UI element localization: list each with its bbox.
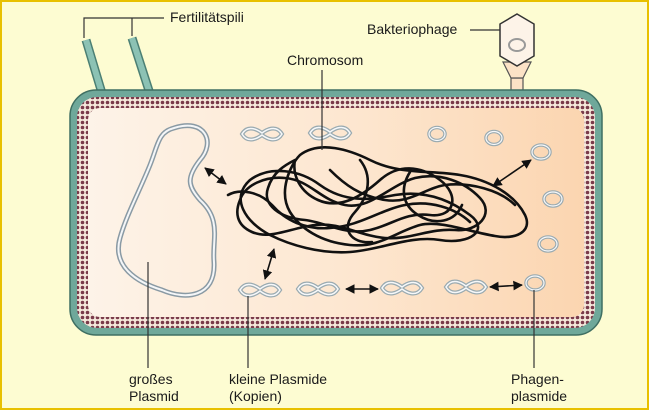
label-small-plasmids-line1: kleine Plasmide: [229, 371, 327, 388]
label-chromosome: Chromosom: [287, 52, 363, 69]
label-phage-plasmid: Phagen- plasmide: [511, 371, 567, 405]
label-small-plasmids-line2: (Kopien): [229, 388, 327, 405]
label-phage-plasmid-line1: Phagen-: [511, 371, 567, 388]
label-large-plasmid-line1: großes: [129, 371, 179, 388]
label-phage-plasmid-line2: plasmide: [511, 388, 567, 405]
label-large-plasmid-line2: Plasmid: [129, 388, 179, 405]
label-large-plasmid: großes Plasmid: [129, 371, 179, 405]
label-fertility-pili: Fertilitätspili: [170, 9, 244, 26]
label-bacteriophage: Bakteriophage: [367, 21, 457, 38]
label-small-plasmids: kleine Plasmide (Kopien): [229, 371, 327, 405]
